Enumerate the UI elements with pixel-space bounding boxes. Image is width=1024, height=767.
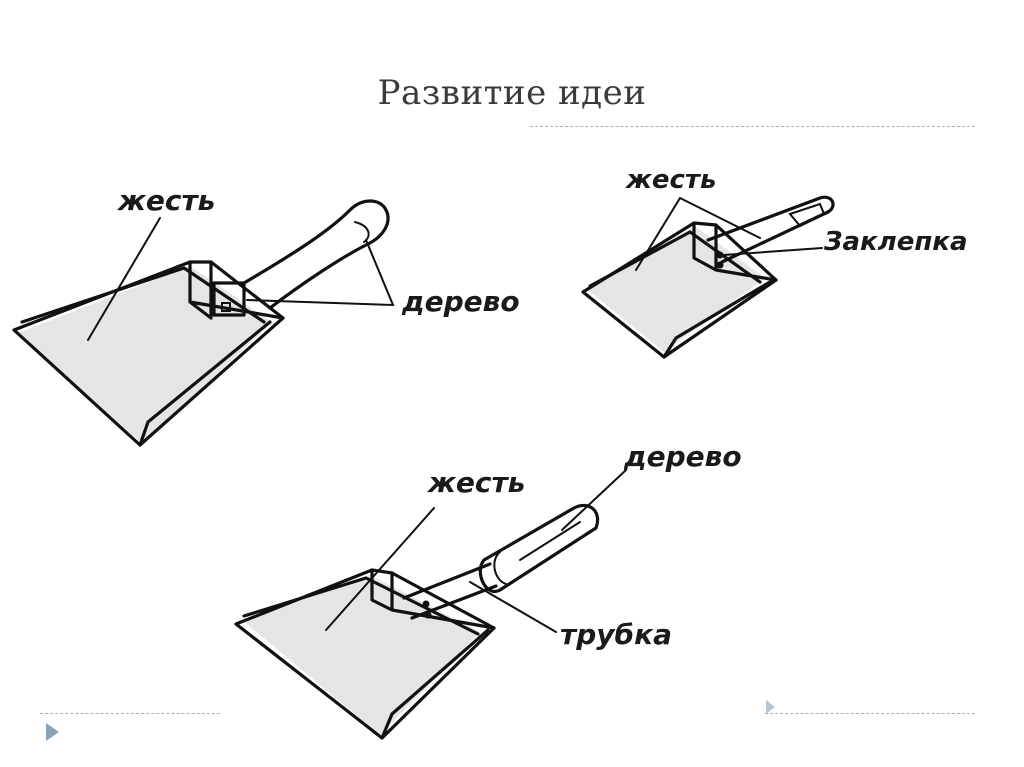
dustpan-1-shadow xyxy=(18,266,272,444)
dustpan-2-rivet-bottom xyxy=(717,262,724,269)
label-wood-1: дерево xyxy=(401,285,520,318)
dustpan-sketch-2: жесть Заклепка xyxy=(583,165,968,357)
label-rivet: Заклепка xyxy=(823,227,968,257)
label-tin-3: жесть xyxy=(426,466,525,499)
dustpan-3-grip-ring xyxy=(494,552,506,584)
dustpan-3-leader-wood xyxy=(562,470,626,530)
dustpan-1-handle-grain xyxy=(355,222,369,242)
dustpan-2-leader-rivet xyxy=(724,248,822,255)
label-tube: трубка xyxy=(560,618,672,651)
label-tin-2: жесть xyxy=(625,165,716,195)
dustpan-3-rivet-top xyxy=(423,601,430,608)
dustpan-sketch-3: жесть дерево трубка xyxy=(236,440,742,738)
dustpan-1-handle xyxy=(244,201,388,308)
dustpan-3-grip-grain xyxy=(520,522,580,560)
dustpan-sketch-1: жесть дерево xyxy=(14,184,520,445)
dustpan-2-rivet-top xyxy=(717,252,724,259)
label-tin-1: жесть xyxy=(116,184,215,217)
label-wood-3: дерево xyxy=(623,440,742,473)
